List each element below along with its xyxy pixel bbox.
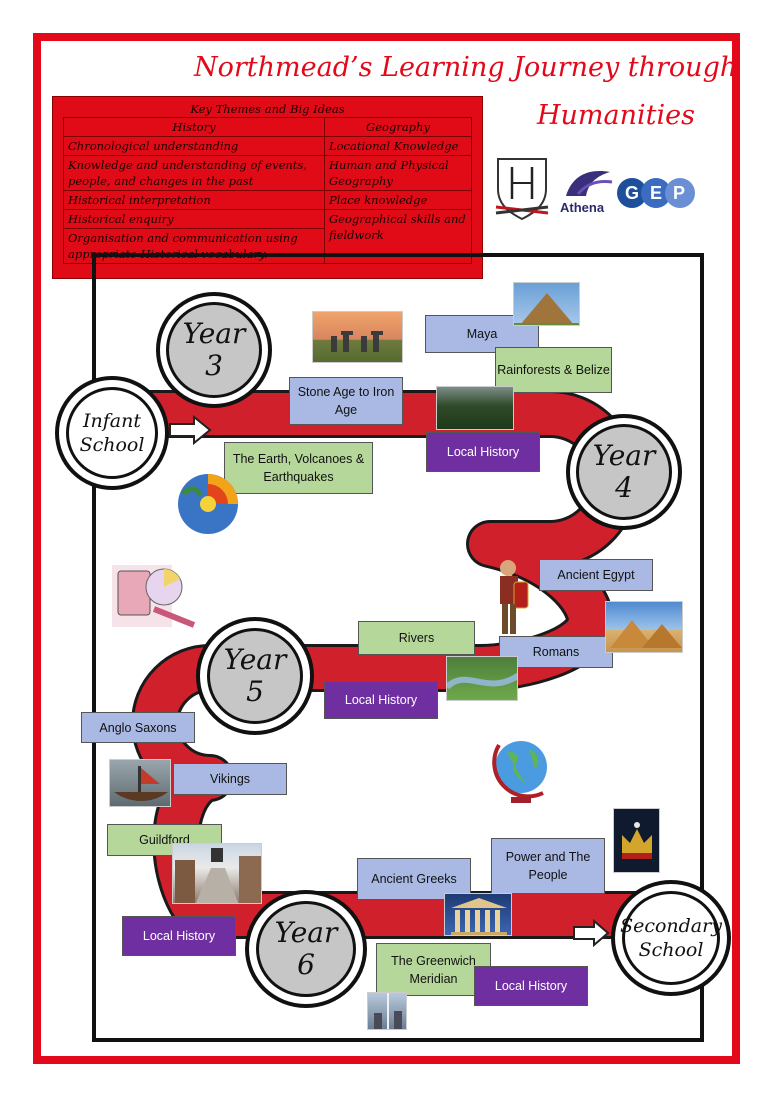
infant-school-label: Infant School xyxy=(66,387,158,479)
year5-number: 5 xyxy=(246,675,264,708)
journey-panel xyxy=(92,253,704,1042)
egypt-pyramids-picture xyxy=(605,601,683,653)
page-border xyxy=(33,33,740,1064)
topic-vikings: Vikings xyxy=(173,763,287,795)
globe-picture xyxy=(489,735,557,807)
geography-header: Geography xyxy=(324,117,472,137)
infant-school-milestone: Infant School xyxy=(55,376,169,490)
topic-local-history-y6: Local History xyxy=(122,916,236,956)
topic-local-history-end: Local History xyxy=(474,966,588,1006)
year3-label: Year xyxy=(182,317,246,350)
geography-theme: Locational Knowledge xyxy=(324,136,472,156)
year4-number: 4 xyxy=(615,471,633,504)
page-title-line2: Humanities xyxy=(537,100,695,131)
history-theme: Chronological understanding xyxy=(63,136,325,156)
year5-milestone: Year 5 xyxy=(196,617,314,735)
earth-layers-picture xyxy=(176,472,240,536)
geography-theme: Human and Physical Geography xyxy=(324,155,472,191)
greenwich-picture xyxy=(367,992,407,1030)
river-picture xyxy=(446,656,518,701)
gep-logo: GEP xyxy=(617,178,701,218)
page-title-line1: Northmead’s Learning Journey through xyxy=(194,52,738,83)
topic-local-history-y3: Local History xyxy=(426,432,540,472)
viking-ship-picture xyxy=(109,759,171,807)
secondary-school-milestone: Secondary School xyxy=(611,880,731,996)
topic-rivers: Rivers xyxy=(358,621,475,655)
topic-power-people: Power and The People xyxy=(491,838,605,894)
parthenon-picture xyxy=(444,893,512,936)
year5-label: Year xyxy=(223,643,287,676)
year6-label: Year xyxy=(274,916,338,949)
key-themes-panel: Key Themes and Big Ideas History Geograp… xyxy=(52,96,483,279)
topic-greenwich: The Greenwich Meridian xyxy=(376,943,491,996)
history-theme: Historical enquiry xyxy=(63,209,325,229)
key-themes-heading: Key Themes and Big Ideas xyxy=(190,102,345,116)
history-theme: Knowledge and understanding of events, p… xyxy=(63,155,325,191)
roman-soldier-picture xyxy=(490,556,530,640)
topic-local-history-y5: Local History xyxy=(324,681,438,719)
maya-pyramid-picture xyxy=(513,282,580,326)
arrow-right-icon xyxy=(572,918,610,952)
arrow-right-icon xyxy=(168,414,212,450)
topic-stone-age: Stone Age to Iron Age xyxy=(289,377,403,425)
topic-rainforests: Rainforests & Belize xyxy=(495,347,612,393)
gep-logo-text: GEP xyxy=(625,183,697,203)
school-crest-logo xyxy=(492,155,552,221)
stonehenge-picture xyxy=(312,311,403,363)
year6-milestone: Year 6 xyxy=(245,890,367,1008)
year3-milestone: Year 3 xyxy=(156,292,272,408)
secondary-school-label: Secondary School xyxy=(620,891,722,985)
topic-anglo-saxons: Anglo Saxons xyxy=(81,712,195,743)
geography-theme: Place knowledge xyxy=(324,190,472,210)
topic-romans: Romans xyxy=(499,636,613,668)
crown-picture xyxy=(613,808,660,873)
athena-logo: Athena xyxy=(558,166,616,216)
year6-number: 6 xyxy=(297,948,315,981)
year4-label: Year xyxy=(592,439,656,472)
athena-logo-text: Athena xyxy=(560,200,605,215)
rainforest-picture xyxy=(436,386,514,430)
guildford-street-picture xyxy=(172,843,262,904)
topic-earth-volcanoes: The Earth, Volcanoes & Earthquakes xyxy=(224,442,373,494)
key-themes-table: History Geography Chronological understa… xyxy=(63,117,472,264)
topic-ancient-egypt: Ancient Egypt xyxy=(539,559,653,591)
year4-milestone: Year 4 xyxy=(566,414,682,530)
history-theme: Organisation and communication using app… xyxy=(63,228,325,264)
history-books-clipart xyxy=(108,557,202,637)
year3-number: 3 xyxy=(205,349,223,382)
